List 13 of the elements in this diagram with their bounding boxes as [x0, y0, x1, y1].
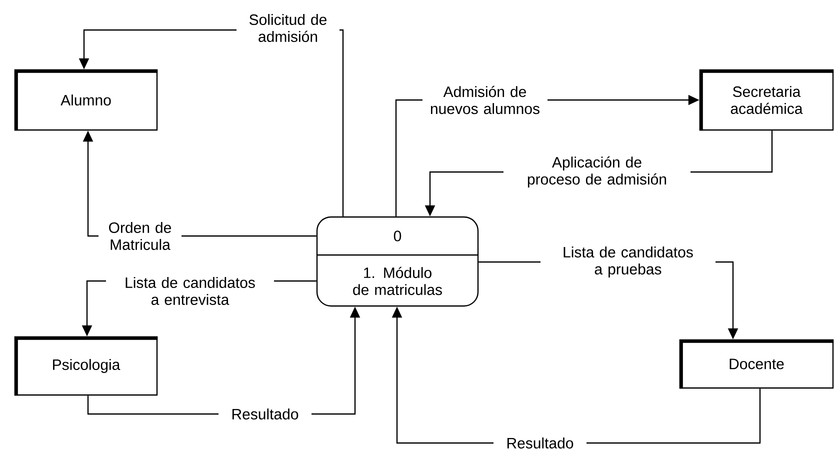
entity-box: Psicologia: [14, 336, 158, 396]
entity-box: Docente: [679, 339, 834, 389]
entity-box: Secretaria académica: [699, 69, 834, 131]
edge-label: Lista de candidatos a entrevista: [106, 275, 274, 306]
edge-label: Admisión de nuevos alumnos: [422, 84, 548, 116]
edge-label: Resultado: [218, 406, 312, 421]
entity-box: Alumno: [14, 69, 158, 131]
process-box: 0 1. Módulo de matriculas: [316, 216, 479, 307]
edge-label: Aplicación de proceso de admisión: [504, 154, 690, 190]
edge-label: Lista de candidatos a pruebas: [540, 245, 716, 279]
edge-label: Resultado: [494, 436, 586, 449]
edge-label: Solicitud de admisión: [236, 12, 340, 44]
edge-label: Orden de Matricula: [98, 220, 182, 252]
